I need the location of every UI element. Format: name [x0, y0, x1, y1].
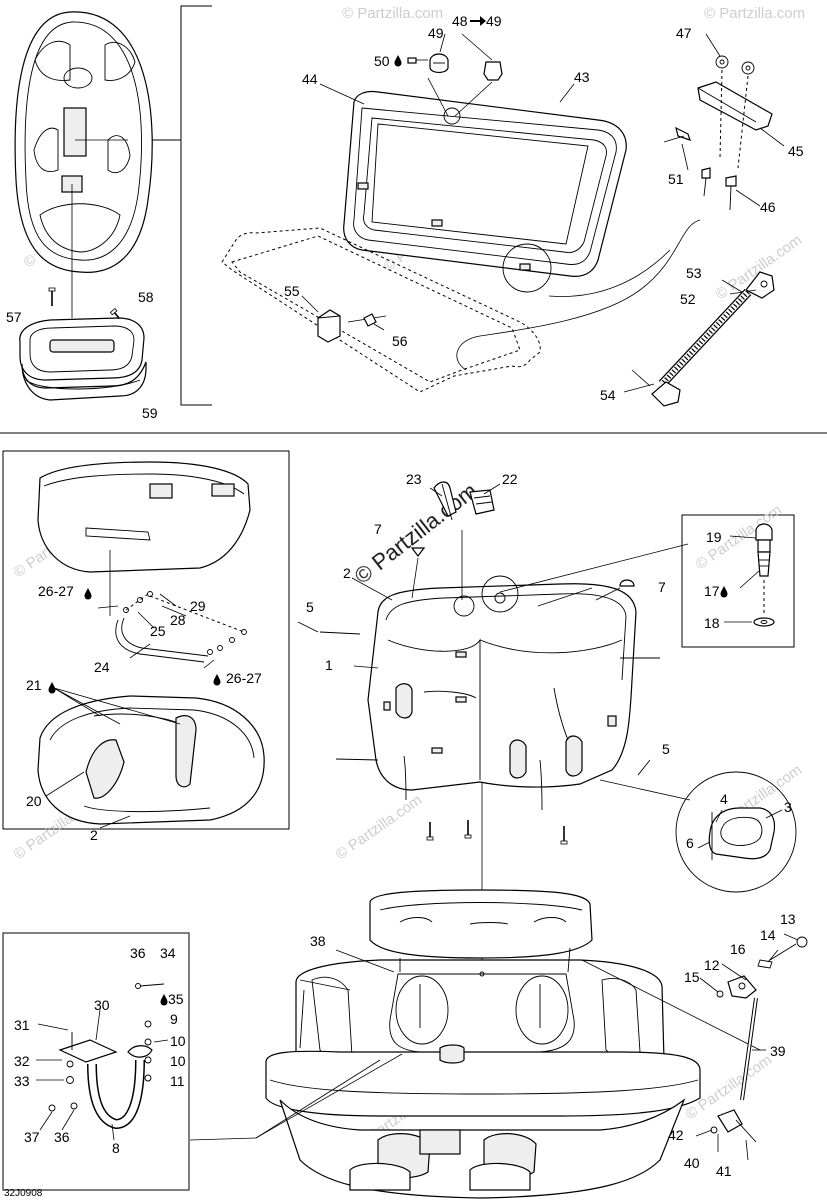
lid-clip	[301, 295, 387, 343]
callout-14: 14	[760, 927, 776, 943]
callout-labels: 1 2 2 3 4 5 5 6 7 7 8 9 10 10 11 12 13 1…	[6, 13, 804, 1179]
callout-21: 21	[26, 677, 42, 693]
callout-24: 24	[94, 659, 110, 675]
callout-59: 59	[142, 405, 158, 421]
callout-13: 13	[780, 911, 796, 927]
callout-36: 36	[54, 1129, 70, 1145]
callout-49: 49	[486, 13, 502, 29]
callout-16: 16	[730, 941, 746, 957]
lock-parts	[410, 481, 635, 587]
callout-37: 37	[24, 1129, 40, 1145]
watermark: © Partzilla.com	[333, 791, 426, 863]
callout-45: 45	[788, 143, 804, 159]
callout-12: 12	[704, 957, 720, 973]
deck-assembly	[189, 889, 761, 1199]
callout-1: 1	[325, 657, 333, 673]
callout-29: 29	[190, 598, 206, 614]
callout-2: 2	[90, 827, 98, 843]
callout-20: 20	[26, 793, 42, 809]
callout-34: 34	[160, 945, 176, 961]
callout-43: 43	[574, 69, 590, 85]
callout-56: 56	[392, 333, 408, 349]
callout-53: 53	[686, 265, 702, 281]
callout-5: 5	[306, 599, 314, 615]
callout-52: 52	[680, 291, 696, 307]
bin-liner-top	[37, 461, 251, 616]
callout-55: 55	[284, 283, 300, 299]
callout-51: 51	[668, 171, 684, 187]
callout-31: 31	[14, 1017, 30, 1033]
diagram-code: 32J0908	[4, 1188, 43, 1199]
callout-9: 9	[170, 1011, 178, 1027]
callout-3: 3	[784, 799, 792, 815]
callout-10: 10	[170, 1053, 186, 1069]
callout-33: 33	[14, 1073, 30, 1089]
fuel-tank	[37, 687, 265, 829]
detail-callout	[675, 771, 797, 893]
hinge-bracket	[663, 33, 785, 211]
storage-lid-frame	[221, 90, 701, 393]
grab-handle-parts	[36, 983, 169, 1141]
callout-57: 57	[6, 309, 22, 325]
callout-28: 28	[170, 612, 186, 628]
callout-2: 2	[343, 565, 351, 581]
callout-18: 18	[704, 615, 720, 631]
right-arrow-icon	[470, 16, 486, 26]
callout-17: 17	[704, 583, 720, 599]
callout-54: 54	[600, 387, 616, 403]
callout-44: 44	[302, 71, 318, 87]
callout-7: 7	[374, 521, 382, 537]
callout-25: 25	[150, 623, 166, 639]
storage-bin-main	[297, 530, 691, 972]
section-frames	[0, 5, 827, 1191]
callout-47: 47	[676, 25, 692, 41]
callout-11: 11	[170, 1073, 185, 1089]
callout-22: 22	[502, 471, 518, 487]
callout-5: 5	[662, 741, 670, 757]
watermark: © Partzilla.com	[704, 5, 805, 22]
callout-48: 48	[452, 13, 468, 29]
callout-50: 50	[374, 53, 390, 69]
callout-26-27: 26-27	[38, 583, 74, 599]
callout-32: 32	[14, 1053, 30, 1069]
watermark: © Partzilla.com	[342, 5, 443, 22]
callout-30: 30	[94, 997, 110, 1013]
drain-plug-parts	[724, 523, 775, 627]
callout-46: 46	[760, 199, 776, 215]
callout-23: 23	[406, 471, 422, 487]
callout-58: 58	[138, 289, 154, 305]
callout-40: 40	[684, 1155, 700, 1171]
callout-35: 35	[168, 991, 184, 1007]
callout-42: 42	[668, 1127, 684, 1143]
storage-bin-top-view	[14, 11, 153, 318]
support-rod-parts	[695, 933, 808, 1161]
callout-41: 41	[716, 1163, 732, 1179]
callout-49: 49	[428, 25, 444, 41]
gas-spring-upper	[623, 271, 775, 407]
callout-15: 15	[684, 969, 700, 985]
callout-26-27: 26-27	[226, 670, 262, 686]
callout-39: 39	[770, 1043, 786, 1059]
callout-8: 8	[112, 1140, 120, 1156]
callout-4: 4	[720, 791, 728, 807]
tube-assembly	[97, 591, 247, 669]
callout-19: 19	[706, 529, 722, 545]
lid-latch-hardware	[319, 33, 575, 117]
callout-10: 10	[170, 1033, 186, 1049]
callout-36: 36	[130, 945, 146, 961]
callout-38: 38	[310, 933, 326, 949]
callout-7: 7	[658, 579, 666, 595]
bin-cover-assembly	[19, 287, 147, 401]
callout-6: 6	[686, 835, 694, 851]
